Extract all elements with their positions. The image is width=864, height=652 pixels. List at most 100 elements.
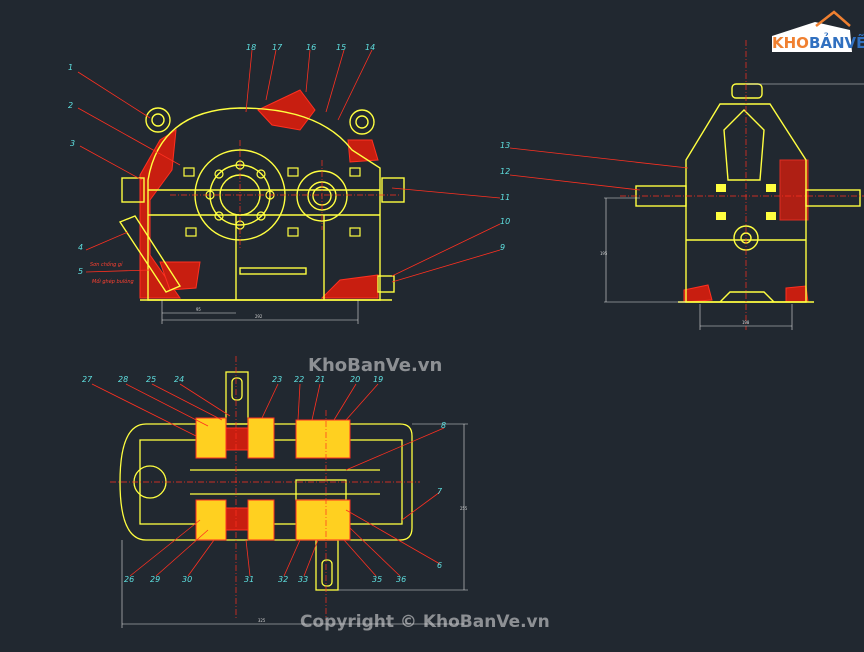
bearing-top-mid <box>247 417 275 459</box>
label-top-36: 36 <box>396 575 406 584</box>
label-front-17: 17 <box>272 43 283 52</box>
logo-plate <box>772 22 852 52</box>
section-drain <box>320 274 379 299</box>
top-view: 255 325 27 28 25 24 23 <box>82 356 468 628</box>
dim-side-height: 195 <box>600 251 608 256</box>
label-top-29: 29 <box>150 575 160 584</box>
dim-top-width: 325 <box>258 618 266 623</box>
note-a: Sơn chống gỉ <box>90 261 123 268</box>
label-top-27: 27 <box>82 375 93 384</box>
svg-text:KHOBẢNVẼ: KHOBẢNVẼ <box>772 31 864 52</box>
lifting-lug-left <box>145 107 171 133</box>
side-vent-housing <box>723 109 765 181</box>
label-front-9: 9 <box>500 243 505 252</box>
dim-front-part: 95 <box>196 307 201 312</box>
bearing-top-right <box>295 419 351 459</box>
flange-bolt-5 <box>349 227 361 237</box>
label-top-20: 20 <box>350 375 360 384</box>
copyright-notice: Copyright © KhoBanVe.vn <box>300 612 550 632</box>
output-shaft <box>805 189 861 207</box>
bearing-cap-left <box>121 177 145 203</box>
label-front-4: 4 <box>78 243 83 252</box>
dim-top-height: 255 <box>460 506 468 511</box>
label-top-21: 21 <box>315 375 325 384</box>
bearing-top-left <box>195 417 227 459</box>
label-top-31: 31 <box>244 575 254 584</box>
side-section-right <box>785 285 809 303</box>
side-bolt-2 <box>766 184 776 192</box>
casing-outline <box>147 107 381 301</box>
bolt-circle-1 <box>235 160 245 170</box>
label-top-26: 26 <box>124 575 134 584</box>
label-top-30: 30 <box>182 575 192 584</box>
side-view: 195 190 13 12 <box>500 40 864 330</box>
label-top-33: 33 <box>298 575 308 584</box>
bearing-bottom-left <box>195 499 227 541</box>
flange-bolt-6 <box>349 167 361 177</box>
label-side-13: 13 <box>500 141 510 150</box>
side-bolt-1 <box>716 184 726 192</box>
label-front-15: 15 <box>336 43 346 52</box>
lug-hole-right <box>355 115 369 129</box>
house-roof-icon <box>815 10 851 27</box>
section-oil-gauge <box>159 261 201 291</box>
side-section-bearing <box>779 159 809 221</box>
section-lug-right <box>347 139 379 163</box>
label-front-5: 5 <box>78 267 83 276</box>
side-bolt-4 <box>766 212 776 220</box>
label-front-18: 18 <box>246 43 256 52</box>
flange-bolt-4 <box>287 227 299 237</box>
label-top-24: 24 <box>174 375 184 384</box>
logo-kho: KHO <box>772 34 809 52</box>
label-front-14: 14 <box>365 43 375 52</box>
bearing-bottom-mid <box>247 499 275 541</box>
bolt-circle-8 <box>256 211 266 221</box>
label-front-11: 11 <box>500 193 510 202</box>
label-top-8: 8 <box>441 421 446 430</box>
label-front-10: 10 <box>500 217 510 226</box>
logo-ve: VẼ <box>845 33 864 52</box>
keyway-output <box>321 559 333 587</box>
label-top-35: 35 <box>372 575 382 584</box>
label-top-6: 6 <box>437 561 442 570</box>
flange-bolt-3 <box>287 167 299 177</box>
lug-hole-left <box>151 113 165 127</box>
keyway-input <box>231 377 243 401</box>
watermark-center: KhoBanVe.vn <box>308 355 442 376</box>
label-top-22: 22 <box>294 375 304 384</box>
top-input-shaft <box>225 371 249 425</box>
seal-bottom <box>225 507 249 531</box>
label-top-19: 19 <box>373 375 383 384</box>
bearing-cap-right <box>381 177 405 203</box>
label-top-23: 23 <box>272 375 282 384</box>
lifting-lug-right <box>349 109 375 135</box>
dipstick <box>118 215 182 293</box>
dim-side-base: 190 <box>742 320 750 325</box>
note-b: Mối ghép bulông <box>92 278 134 285</box>
bolt-circle-6 <box>256 169 266 179</box>
dim-front-width: 292 <box>255 314 263 319</box>
label-front-16: 16 <box>306 43 316 52</box>
flange-bolt-1 <box>183 167 195 177</box>
bolt-circle-5 <box>214 169 224 179</box>
logo-ban: BẢN <box>809 31 845 52</box>
label-top-25: 25 <box>146 375 156 384</box>
flange-bolt-2 <box>185 227 197 237</box>
logo: KHOBẢNVẼ <box>772 10 864 52</box>
seal-top <box>225 427 249 451</box>
section-inspection-cover <box>257 89 316 131</box>
label-front-3: 3 <box>70 139 75 148</box>
drain-plug <box>377 275 395 293</box>
side-section-left <box>683 284 713 303</box>
label-side-12: 12 <box>500 167 510 176</box>
side-bolt-3 <box>716 212 726 220</box>
label-top-28: 28 <box>118 375 128 384</box>
side-base-pocket <box>719 291 775 303</box>
bearing-bottom-right <box>295 499 351 541</box>
name-plate <box>239 267 307 275</box>
label-top-7: 7 <box>437 487 443 496</box>
front-view: 292 95 Sơn chống gỉ Mối ghép bulông 1 2 … <box>68 43 510 324</box>
bolt-circle-7 <box>214 211 224 221</box>
label-top-32: 32 <box>278 575 288 584</box>
